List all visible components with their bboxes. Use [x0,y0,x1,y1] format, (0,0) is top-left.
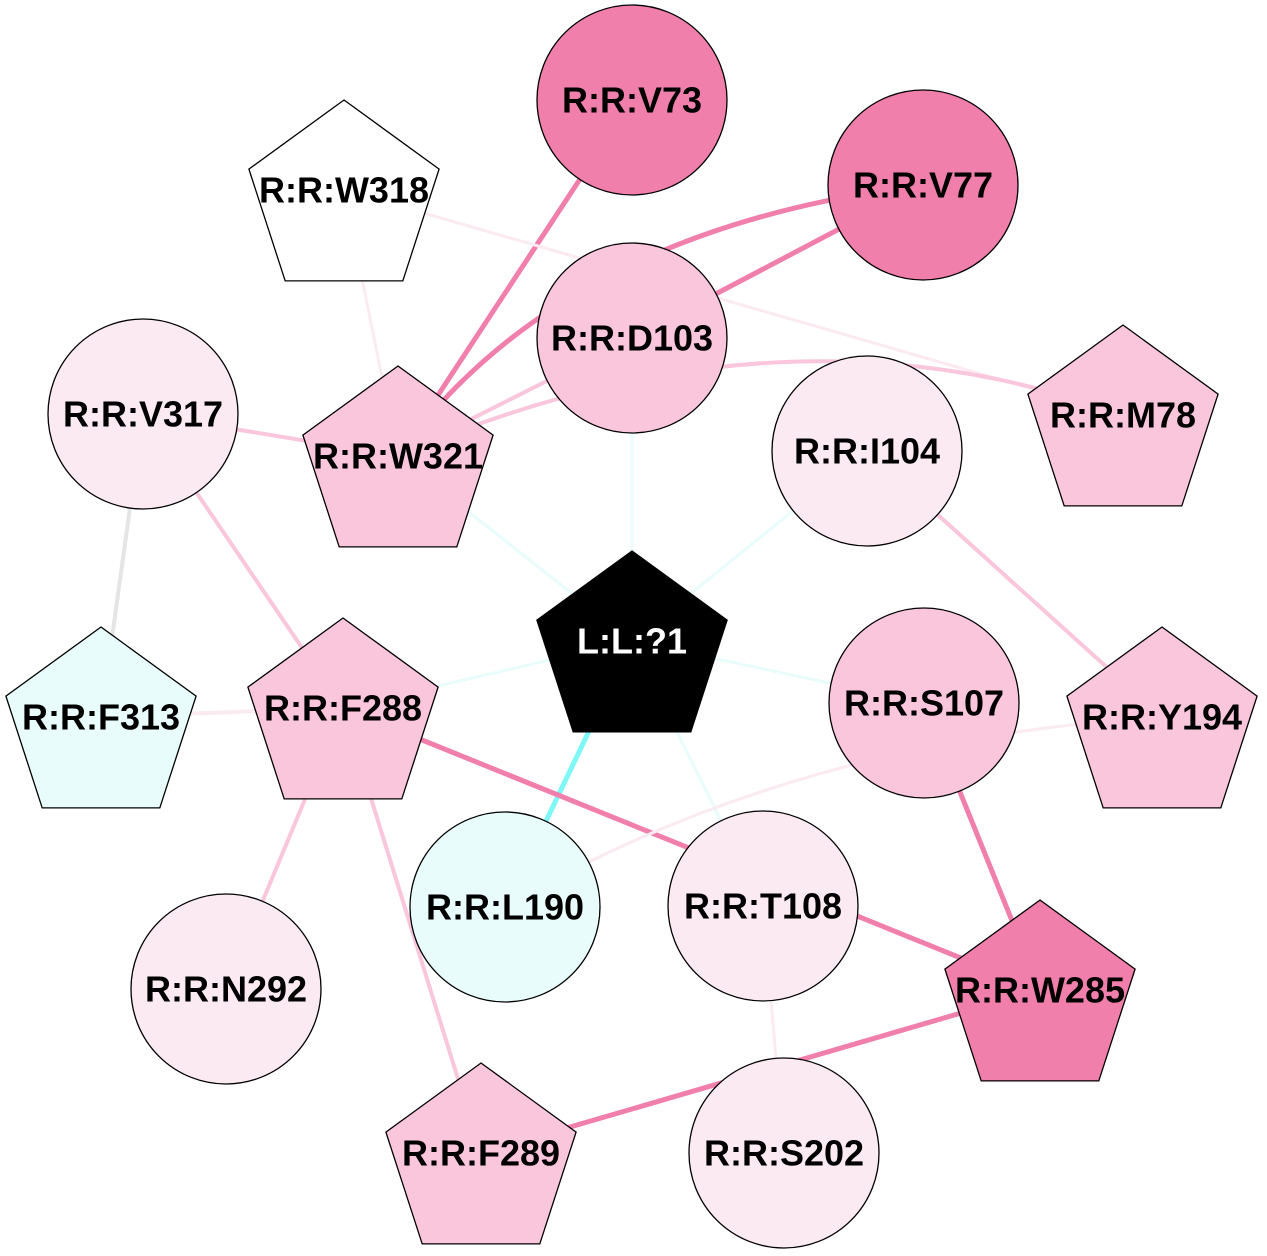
node-label: R:R:V317 [63,394,223,435]
node-label: R:R:T108 [684,886,842,927]
node-s202: R:R:S202 [688,1057,880,1249]
node-label: R:R:V77 [853,165,993,206]
node-pentagon [1066,626,1258,809]
node-pentagon [944,899,1136,1082]
node-w285: R:R:W285 [944,899,1136,1082]
node-pentagon [302,365,494,548]
node-circle [47,318,239,510]
node-circle [827,89,1019,281]
node-w321: R:R:W321 [302,365,494,548]
node-label: R:R:I104 [794,431,940,472]
node-pentagon [1027,324,1219,507]
node-label: R:R:D103 [551,318,713,359]
node-label: R:R:W318 [259,170,429,211]
node-label: R:R:L190 [426,887,584,928]
node-w318: R:R:W318 [248,99,440,282]
node-circle [771,355,963,547]
node-label: R:R:S202 [704,1133,864,1174]
node-label: R:R:F289 [402,1133,560,1174]
node-label: R:R:W321 [313,436,483,477]
node-circle [688,1057,880,1249]
node-f288: R:R:F288 [247,617,439,800]
node-label: R:R:M78 [1050,395,1196,436]
node-l1: L:L:?1 [536,550,728,733]
node-i104: R:R:I104 [771,355,963,547]
node-d103: R:R:D103 [536,242,728,434]
node-s107: R:R:S107 [828,607,1020,799]
node-pentagon [5,626,197,809]
node-v317: R:R:V317 [47,318,239,510]
node-pentagon [248,99,440,282]
node-n292: R:R:N292 [130,893,322,1085]
node-label: R:R:S107 [844,683,1004,724]
node-circle [130,893,322,1085]
node-pentagon [247,617,439,800]
node-circle [828,607,1020,799]
node-circle [536,4,728,196]
node-y194: R:R:Y194 [1066,626,1258,809]
node-label: R:R:V73 [562,80,702,121]
node-v77: R:R:V77 [827,89,1019,281]
edge-w321-m78 [397,359,1124,458]
node-circle [667,810,859,1002]
node-circle [536,242,728,434]
node-label: R:R:F288 [264,688,422,729]
node-label: R:R:W285 [955,970,1125,1011]
node-f313: R:R:F313 [5,626,197,809]
node-v73: R:R:V73 [536,4,728,196]
node-t108: R:R:T108 [667,810,859,1002]
node-label: R:R:N292 [145,969,307,1010]
nodes-layer: R:R:V73R:R:V77R:R:W318R:R:D103R:R:M78R:R… [5,4,1258,1249]
node-label: L:L:?1 [577,621,687,662]
node-f289: R:R:F289 [385,1062,577,1245]
node-label: R:R:F313 [22,697,180,738]
node-m78: R:R:M78 [1027,324,1219,507]
node-pentagon [536,550,728,733]
node-label: R:R:Y194 [1082,697,1242,738]
node-l190: R:R:L190 [409,811,601,1003]
node-circle [409,811,601,1003]
node-pentagon [385,1062,577,1245]
